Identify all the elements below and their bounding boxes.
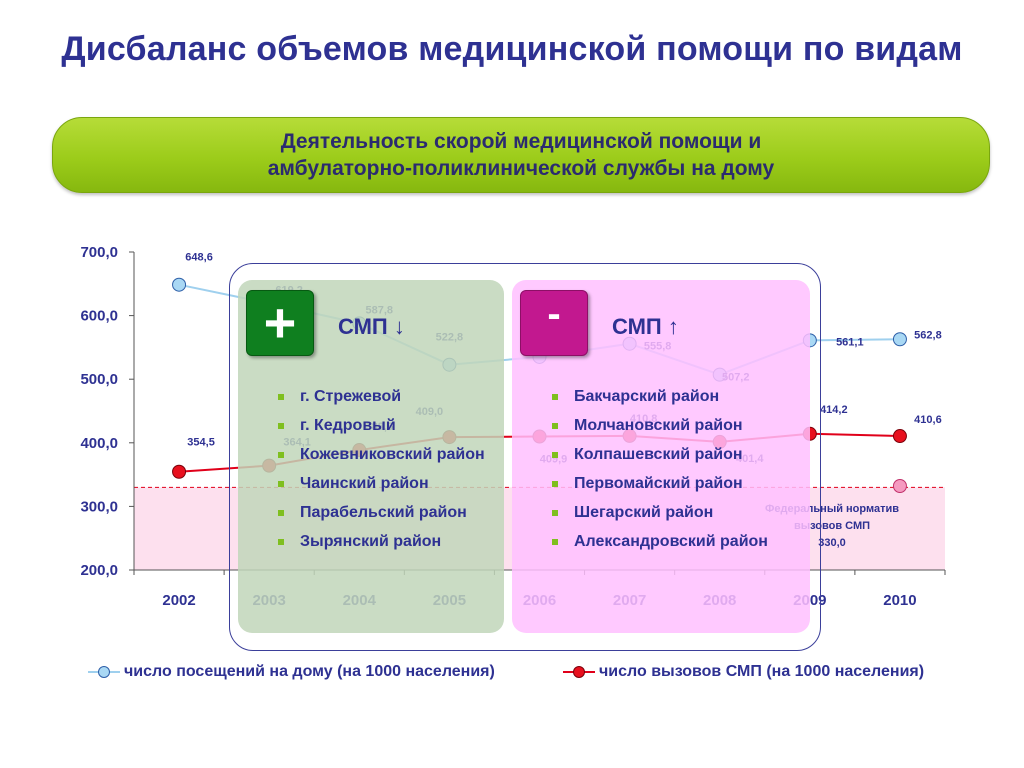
list-item: Молчановский район xyxy=(552,416,768,445)
bullet-icon xyxy=(552,452,558,458)
x-tick-label: 2002 xyxy=(162,592,195,609)
banner-line-1: Деятельность скорой медицинской помощи и xyxy=(280,130,762,153)
list-item: Бакчарский район xyxy=(552,387,768,416)
list-item: Парабельский район xyxy=(278,503,485,532)
list-item: Александровский район xyxy=(552,532,768,561)
norm-marker xyxy=(892,479,907,493)
list-item-label: Кожевниковский район xyxy=(300,446,485,463)
list-item-label: Зырянский район xyxy=(300,533,442,550)
y-tick-label: 700,0 xyxy=(80,244,118,261)
page-title: Дисбаланс объемов медицинской помощи по … xyxy=(61,30,963,68)
list-item: г. Стрежевой xyxy=(278,387,485,416)
legend-calls-marker-icon xyxy=(573,666,585,678)
panel-right-title: СМП ↑ xyxy=(612,314,679,339)
legend-calls-swatch xyxy=(563,666,595,678)
legend-visits-marker-icon xyxy=(98,666,110,678)
bullet-icon xyxy=(552,539,558,545)
bullet-icon xyxy=(552,481,558,487)
data-label: 414,2 xyxy=(820,404,848,416)
norm-label-value: 330,0 xyxy=(818,537,846,549)
y-tick-label: 200,0 xyxy=(80,562,118,579)
banner-line-2: амбулаторно-поликлинической службы на до… xyxy=(267,157,775,180)
bullet-icon xyxy=(552,394,558,400)
list-item-label: г. Кедровый xyxy=(300,417,396,434)
legend-visits-swatch xyxy=(88,666,120,678)
list-item: Колпашевский район xyxy=(552,445,768,474)
data-label: 562,8 xyxy=(914,329,942,341)
bullet-icon xyxy=(278,510,284,516)
list-item-label: Парабельский район xyxy=(300,504,467,521)
data-point xyxy=(892,332,907,347)
list-item: Кожевниковский район xyxy=(278,445,485,474)
list-item: Первомайский район xyxy=(552,474,768,503)
y-tick-label: 600,0 xyxy=(80,308,118,325)
list-item: Чаинский район xyxy=(278,474,485,503)
panel-smp-decrease: + СМП ↓ г. Стрежевой г. Кедровый Кожевни… xyxy=(238,280,504,633)
data-label: 410,6 xyxy=(914,414,942,426)
bullet-icon xyxy=(552,423,558,429)
list-item: г. Кедровый xyxy=(278,416,485,445)
section-banner: Деятельность скорой медицинской помощи и… xyxy=(52,117,990,193)
panel-right-list: Бакчарский район Молчановский район Колп… xyxy=(552,387,768,561)
data-point xyxy=(172,464,187,479)
legend-calls-label: число вызовов СМП (на 1000 населения) xyxy=(599,663,925,680)
legend-visits-label: число посещений на дому (на 1000 населен… xyxy=(124,663,495,680)
y-tick-label: 400,0 xyxy=(80,435,118,452)
bullet-icon xyxy=(278,539,284,545)
list-item: Шегарский район xyxy=(552,503,768,532)
data-label: 561,1 xyxy=(836,336,864,348)
bullet-icon xyxy=(278,481,284,487)
data-point xyxy=(172,277,187,292)
list-item-label: Шегарский район xyxy=(574,504,714,521)
data-point xyxy=(892,429,907,444)
chart-legend: число посещений на дому (на 1000 населен… xyxy=(0,659,1024,685)
bullet-icon xyxy=(278,394,284,400)
list-item-label: Молчановский район xyxy=(574,417,743,434)
list-item-label: Александровский район xyxy=(574,533,768,550)
data-label: 354,5 xyxy=(187,437,215,449)
bullet-icon xyxy=(278,452,284,458)
norm-label-line2: вызовов СМП xyxy=(794,520,870,532)
y-tick-label: 500,0 xyxy=(80,371,118,388)
list-item: Зырянский район xyxy=(278,532,485,561)
panel-smp-increase: - СМП ↑ Бакчарский район Молчановский ра… xyxy=(512,280,810,633)
list-item-label: Колпашевский район xyxy=(574,446,743,463)
overlay-frame xyxy=(229,263,821,651)
data-label: 648,6 xyxy=(185,252,213,264)
minus-sign-icon: - xyxy=(520,290,588,356)
panel-left-list: г. Стрежевой г. Кедровый Кожевниковский … xyxy=(278,387,485,561)
plus-sign-icon: + xyxy=(246,290,314,356)
x-tick-label: 2010 xyxy=(883,592,916,609)
list-item-label: Чаинский район xyxy=(300,475,429,492)
bullet-icon xyxy=(552,510,558,516)
panel-left-title: СМП ↓ xyxy=(338,314,405,339)
list-item-label: Первомайский район xyxy=(574,475,743,492)
y-tick-label: 300,0 xyxy=(80,498,118,515)
bullet-icon xyxy=(278,423,284,429)
list-item-label: г. Стрежевой xyxy=(300,388,402,405)
list-item-label: Бакчарский район xyxy=(574,388,720,405)
